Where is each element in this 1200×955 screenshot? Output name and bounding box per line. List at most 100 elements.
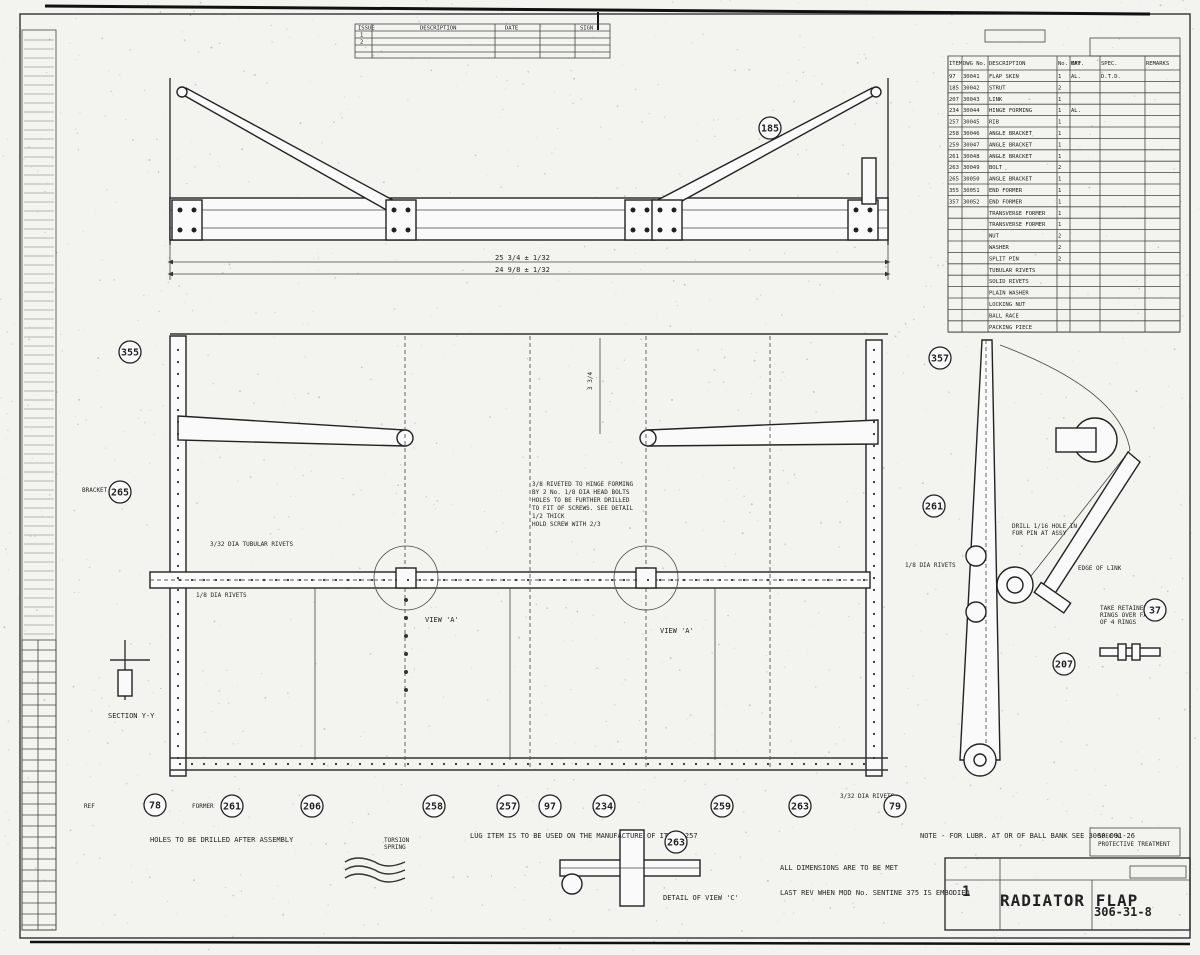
parts-cell: 234 [949,108,960,114]
strut-main-right [648,420,878,446]
svg-text:OF 4 RINGS: OF 4 RINGS [1100,619,1137,626]
svg-text:TAKE RETAINER: TAKE RETAINER [1100,605,1147,612]
svg-text:EDGE OF LINK: EDGE OF LINK [1078,565,1122,572]
parts-cell: WASHER [989,245,1010,251]
parts-cell: 261 [949,154,959,160]
rev-header-sign: SIGN [580,26,593,32]
label-dia-rivets-left: 3/32 DIA TUBULAR RIVETS [210,541,293,548]
parts-cell: PACKING PIECE [989,325,1032,331]
svg-text:97: 97 [544,802,556,813]
svg-text:78: 78 [149,801,161,812]
main-view: VIEW 'A' VIEW 'A' 3 3/4 3/8 RIVETED TO H… [82,334,956,810]
parts-cell: ANGLE BRACKET [989,154,1033,160]
parts-cell: 265 [949,177,959,183]
svg-text:207: 207 [1055,660,1073,671]
item-bubble: 265 [109,481,131,503]
parts-cell: 2 [1058,165,1061,171]
parts-cell: 2 [1058,256,1061,262]
title-block: 1 RADIATOR FLAP 306-31-8 SPEC'N PROTECTI… [945,828,1190,930]
svg-text:259: 259 [713,802,731,813]
svg-text:206: 206 [303,802,321,813]
parts-cell: 1 [1058,222,1061,228]
parts-cell: STRUT [989,85,1006,91]
label-dia-rivets: 1/8 DIA RIVETS [196,592,247,599]
svg-text:SPEC'N: SPEC'N [1098,833,1120,840]
parts-cell: 263 [949,165,959,171]
svg-text:37: 37 [1149,606,1161,617]
svg-text:258: 258 [425,802,443,813]
rev-header-issue: ISSUE [358,26,375,32]
svg-text:257: 257 [499,802,517,813]
parts-cell: BOLT [989,165,1003,171]
item-bubble: 234 [593,795,615,817]
section-label: SECTION Y-Y [108,712,155,720]
bracket-plate [386,200,416,240]
note-bottom-4: LAST REV WHEN MOD No. SENTINE 375 IS EMB… [780,889,970,897]
parts-cell: LINK [989,97,1003,103]
parts-cell: NUT [989,234,1000,240]
parts-cell: 30044 [963,108,980,114]
item-bubble: 206 [301,795,323,817]
drawing-number: 306-31-8 [1094,905,1152,919]
parts-cell: RIB [989,120,1000,126]
parts-header-0: ITEM [949,61,963,67]
parts-cell: HINGE FORMING [989,108,1032,114]
bracket-plate [652,200,682,240]
item-bubble: 259 [711,795,733,817]
svg-text:TORSION: TORSION [384,837,410,844]
parts-cell: TRANSVERSE FORMER [989,211,1046,217]
svg-text:263: 263 [667,838,685,849]
parts-cell: 357 [949,199,959,205]
parts-cell: 30051 [963,188,980,194]
rev-header-date: DATE [505,26,518,32]
note-bottom-1: HOLES TO BE DRILLED AFTER ASSEMBLY [150,836,294,844]
parts-cell: 1 [1058,120,1061,126]
parts-cell: 30043 [963,97,980,103]
svg-text:185: 185 [761,124,779,135]
note-bottom-3: ALL DIMENSIONS ARE TO BE MET [780,864,899,872]
svg-text:234: 234 [595,802,613,813]
parts-cell: TUBULAR RIVETS [989,268,1035,274]
item-bubble: 257 [497,795,519,817]
side-view: TAKE RETAINER RINGS OVER FACE OF 4 RINGS… [960,340,1160,776]
item-bubble: 185 [759,117,781,139]
parts-cell: 30045 [963,120,980,126]
parts-cell: 1 [1058,199,1061,205]
parts-cell: 30048 [963,154,980,160]
parts-cell: 1 [1058,108,1061,114]
parts-cell: END FORMER [989,199,1023,205]
parts-cell: 1 [1058,188,1061,194]
parts-cell: 1 [1058,211,1061,217]
parts-cell: 2 [1058,245,1061,251]
parts-cell: 257 [949,120,959,126]
item-bubble: 357 [929,347,951,369]
left-margin-strip [22,30,56,930]
revision-table: ISSUE DESCRIPTION DATE SIGN 1 2 [355,24,610,58]
parts-cell: 207 [949,97,959,103]
parts-cell: 30042 [963,85,980,91]
parts-cell: AL. [1071,108,1081,114]
flap-beam-top [170,198,888,240]
parts-cell: 30046 [963,131,980,137]
note-center: 3/8 RIVETED TO HINGE FORMING BY 2 No. 1/… [532,481,637,528]
parts-cell: ANGLE BRACKET [989,142,1033,148]
svg-text:DRILL 1/16 HOLE IN: DRILL 1/16 HOLE IN [1012,523,1077,530]
rev-row-2: 2 [360,40,363,46]
parts-cell: ANGLE BRACKET [989,131,1033,137]
item-bubble: 207 [1053,653,1075,675]
parts-cell: ANGLE BRACKET [989,177,1033,183]
parts-cell: 355 [949,188,959,194]
parts-header-5: SPEC. [1101,61,1118,67]
parts-cell: 1 [1058,154,1061,160]
parts-cell: D.T.D. [1101,74,1121,80]
svg-text:265: 265 [111,488,129,499]
parts-cell: 30049 [963,165,980,171]
dim-overall-a: 25 3/4 ± 1/32 [495,254,550,262]
detail-label: DETAIL OF VIEW 'C' [663,894,739,902]
parts-cell: PLAIN WASHER [989,291,1029,297]
parts-header-6: REMARKS [1146,61,1169,67]
parts-cell: 1 [1058,131,1061,137]
parts-header-2: DESCRIPTION [989,61,1025,67]
parts-header-4: MAT. [1071,61,1084,67]
bracket-plate [172,200,202,240]
